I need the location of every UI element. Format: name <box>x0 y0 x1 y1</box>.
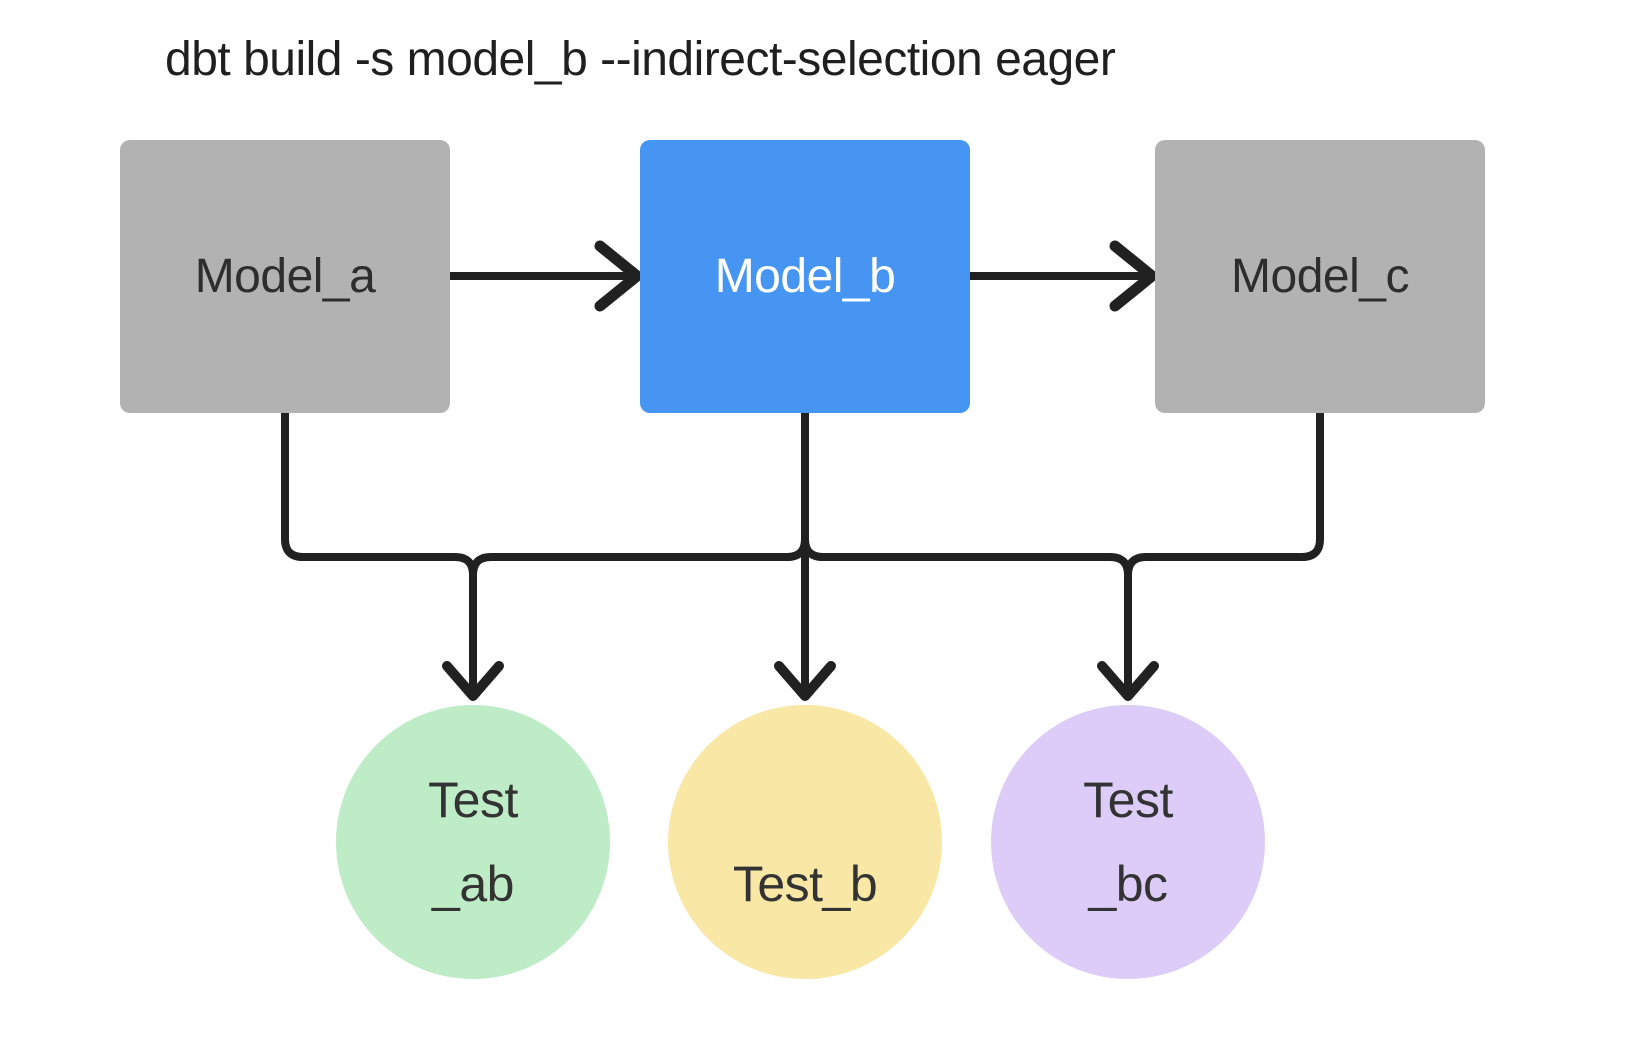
edge-model-b-to-test-ab <box>469 409 809 693</box>
edge-model-a-to-test-ab <box>281 409 477 693</box>
arrowhead-down-test-bc-icon <box>1097 661 1159 701</box>
model-b-box <box>640 140 970 413</box>
test-b-circle <box>668 705 942 979</box>
edge-model-c-to-test-bc <box>1124 409 1324 693</box>
test-bc-circle <box>991 705 1265 979</box>
edge-model-b-to-test-bc <box>801 409 1132 693</box>
arrowhead-right-model-c-icon <box>1109 240 1158 312</box>
arrowhead-down-test-b-icon <box>774 661 836 701</box>
test-ab-circle <box>336 705 610 979</box>
model-c-box <box>1155 140 1485 413</box>
arrowhead-down-test-ab-icon <box>442 661 504 701</box>
diagram-title: dbt build -s model_b --indirect-selectio… <box>165 33 1116 86</box>
model-a-box <box>120 140 450 413</box>
arrowhead-right-model-b-icon <box>594 240 643 312</box>
